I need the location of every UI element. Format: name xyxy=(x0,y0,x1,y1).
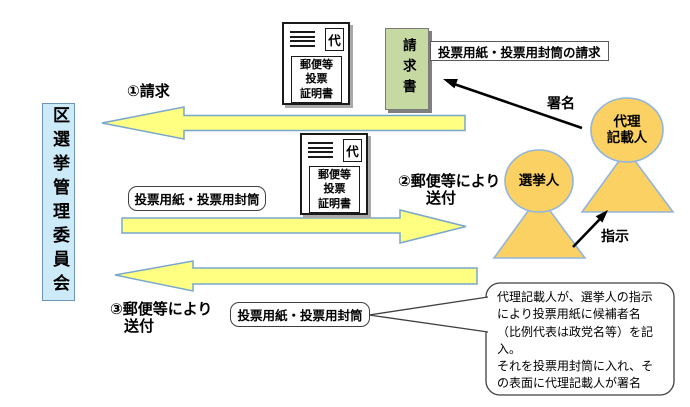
instruction-arrow-head xyxy=(595,210,608,223)
proxy-writer-head xyxy=(590,97,664,163)
postal-vote-certificate-label: 郵便等 投票 証明書 xyxy=(309,166,360,213)
election-committee-box: 区選挙管理委員会 xyxy=(42,103,75,301)
step3-line1: ③郵便等により xyxy=(110,300,213,318)
address-lines-icon xyxy=(308,142,333,160)
step3-send-label: ③郵便等により 送付 xyxy=(110,300,213,336)
request-form-box: 請求書 xyxy=(385,28,429,110)
address-lines-icon xyxy=(290,31,315,49)
step2-line2: 送付 xyxy=(426,189,457,208)
step2-send-label: ②郵便等により 送付 xyxy=(398,172,501,208)
instruction-label: 指示 xyxy=(601,229,629,245)
signature-arrow-head xyxy=(443,79,458,89)
arrow-step1-request-left xyxy=(101,106,466,140)
proxy-stamp: 代 xyxy=(325,28,344,51)
proxy-writer-body xyxy=(580,148,675,213)
ballot-request-label: 投票用紙・投票用封筒の請求 xyxy=(430,41,609,61)
step3-line2: 送付 xyxy=(124,317,155,336)
elector-body xyxy=(492,194,587,259)
step2-line1: ②郵便等により xyxy=(398,172,501,190)
postal-vote-certificate-label: 郵便等 投票 証明書 xyxy=(291,56,342,103)
proxy-stamp: 代 xyxy=(343,139,362,162)
ballot-paper-envelope-label-bottom: 投票用紙・投票用封筒 xyxy=(230,302,370,327)
callout-pointer xyxy=(368,296,489,333)
elector-name-label: 選挙人 xyxy=(518,173,560,189)
proxy-writing-explanation: 代理記載人が、選挙人の指示 により投票用紙に候補者名 （比例代表は政党名等）を記… xyxy=(497,290,654,391)
signature-label: 署名 xyxy=(547,96,575,112)
callout-bubble xyxy=(485,282,675,396)
elector-head xyxy=(504,149,574,213)
instruction-arrow-line xyxy=(572,218,601,248)
step1-request-label: ①請求 xyxy=(127,82,170,100)
ballot-paper-envelope-label-mid: 投票用紙・投票用封筒 xyxy=(128,186,266,211)
signature-arrow-line xyxy=(453,82,583,130)
arrow-step2-send-right xyxy=(121,209,467,244)
arrow-step3-send-left xyxy=(114,260,478,292)
postal-vote-envelope-middle: 代 郵便等 投票 証明書 xyxy=(300,133,368,215)
postal-vote-envelope-top: 代 郵便等 投票 証明書 xyxy=(282,22,350,105)
proxy-writer-name-label: 代理 記載人 xyxy=(606,114,648,146)
